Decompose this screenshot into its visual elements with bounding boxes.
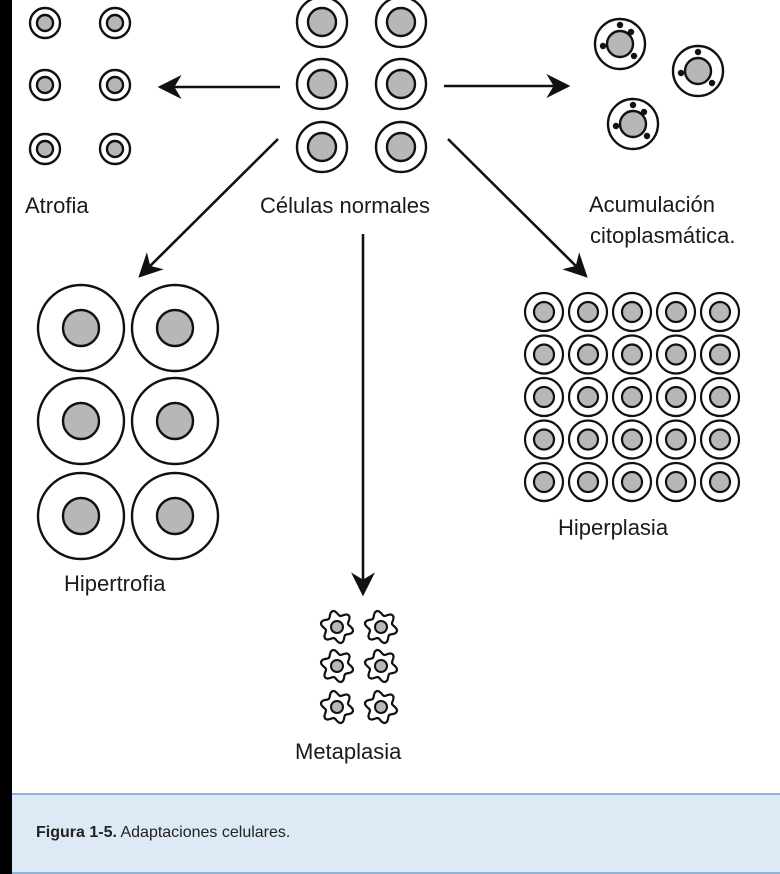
normal-cell-4 xyxy=(374,57,428,111)
hyperplasia-cell-2 xyxy=(567,291,609,333)
hyperplasia-cell-6 xyxy=(523,334,565,375)
label-citoplasmatica: citoplasmática. xyxy=(590,223,736,248)
hyperplasia-cell-18 xyxy=(611,419,653,460)
metaplasia-cell-4 xyxy=(363,648,399,684)
atrophy-cell-5 xyxy=(28,132,62,166)
normal-cell-2 xyxy=(374,0,428,49)
hypertrophy-cell-4 xyxy=(130,376,220,466)
hyperplasia-cell-10 xyxy=(699,334,741,375)
hyperplasia-cell-17 xyxy=(567,419,609,460)
caption-text: Adaptaciones celulares. xyxy=(120,824,291,841)
label-acumulacion: Acumulación xyxy=(589,192,715,217)
accumulation-dot xyxy=(629,101,637,109)
hyperplasia-cell-4 xyxy=(655,291,697,333)
accumulation-dot xyxy=(627,28,635,36)
normal-cell-5 xyxy=(295,120,349,174)
arrow-to-hipertrofia xyxy=(138,138,279,278)
hyperplasia-cell-23 xyxy=(611,461,653,503)
hyperplasia-cell-24 xyxy=(655,461,697,503)
label-hipertrofia: Hipertrofia xyxy=(64,571,166,596)
accumulation-dot xyxy=(630,52,638,60)
accumulation-dot xyxy=(612,122,620,130)
metaplasia-cell-3 xyxy=(319,648,355,684)
arrow-to-hiperplasia xyxy=(447,138,588,278)
metaplasia-cell-1 xyxy=(319,609,355,645)
figure-diagram: Atrofia Células normales Acumulación cit… xyxy=(12,0,780,793)
hyperplasia-cell-8 xyxy=(611,334,653,375)
hyperplasia-cell-20 xyxy=(699,419,741,460)
metaplasia-cell-5 xyxy=(319,689,355,725)
atrophy-cell-4 xyxy=(98,68,132,102)
accumulation-dot xyxy=(694,48,702,56)
hyperplasia-cell-25 xyxy=(699,461,741,503)
normal-cell-3 xyxy=(295,57,349,111)
accumulation-dot xyxy=(708,79,716,87)
hyperplasia-cell-1 xyxy=(523,291,565,333)
label-metaplasia: Metaplasia xyxy=(295,739,402,764)
accumulation-dot xyxy=(643,132,651,140)
figure-caption: Figura 1-5. Adaptaciones celulares. xyxy=(36,824,290,842)
atrophy-cell-6 xyxy=(98,132,132,166)
hyperplasia-cell-16 xyxy=(523,419,565,460)
cell-adaptation-diagram xyxy=(28,0,741,725)
normal-cell-6 xyxy=(374,120,428,174)
accumulation-dot xyxy=(640,108,648,116)
metaplasia-cell-6 xyxy=(363,689,399,725)
hypertrophy-cell-6 xyxy=(130,471,220,561)
hyperplasia-cell-3 xyxy=(611,291,653,333)
atrophy-cell-1 xyxy=(28,6,62,40)
hypertrophy-cell-1 xyxy=(36,283,126,373)
hypertrophy-cell-5 xyxy=(36,471,126,561)
accumulation-dot xyxy=(599,42,607,50)
caption-box: Figura 1-5. Adaptaciones celulares. xyxy=(12,793,780,874)
hyperplasia-cell-13 xyxy=(611,376,653,418)
hyperplasia-cell-9 xyxy=(655,334,697,375)
hyperplasia-cell-15 xyxy=(699,376,741,418)
label-atrofia: Atrofia xyxy=(25,193,89,218)
hyperplasia-cell-14 xyxy=(655,376,697,418)
hyperplasia-cell-11 xyxy=(523,376,565,418)
hyperplasia-cell-22 xyxy=(567,461,609,503)
label-hiperplasia: Hiperplasia xyxy=(558,515,669,540)
accumulation-dot xyxy=(616,21,624,29)
hypertrophy-cell-2 xyxy=(130,283,220,373)
atrophy-cell-2 xyxy=(98,6,132,40)
normal-cell-1 xyxy=(295,0,349,49)
caption-number: Figura 1-5. xyxy=(36,824,117,841)
hypertrophy-cell-3 xyxy=(36,376,126,466)
hyperplasia-cell-19 xyxy=(655,419,697,460)
atrophy-cell-3 xyxy=(28,68,62,102)
hyperplasia-cell-12 xyxy=(567,376,609,418)
accumulation-dot xyxy=(677,69,685,77)
hyperplasia-cell-7 xyxy=(567,334,609,375)
label-celulas-normales: Células normales xyxy=(260,193,430,218)
hyperplasia-cell-5 xyxy=(699,291,741,333)
hyperplasia-cell-21 xyxy=(523,461,565,503)
metaplasia-cell-2 xyxy=(363,609,399,645)
